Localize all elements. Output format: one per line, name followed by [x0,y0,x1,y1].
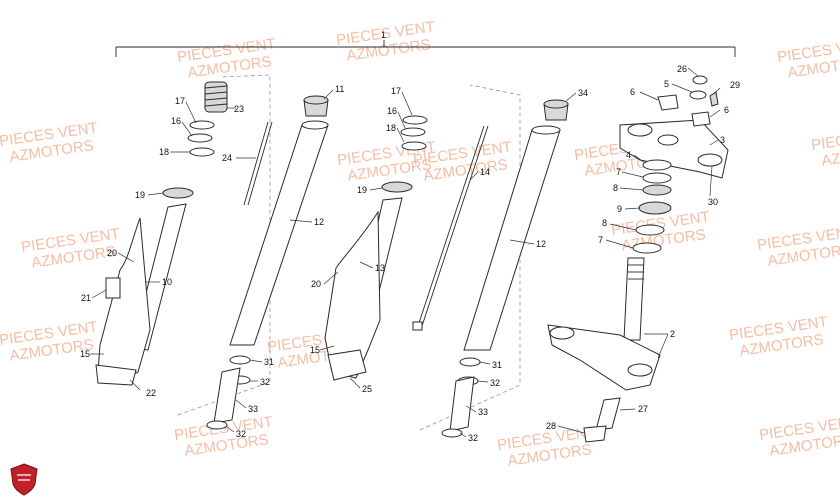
callout-label: 32 [236,429,246,439]
callout-label: 5 [664,79,669,89]
callout-label: 16 [387,106,397,116]
callout-label: 22 [146,388,156,398]
callout-label: 32 [490,378,500,388]
callout-label: 32 [260,377,270,387]
middle-fork-assembly [324,99,569,438]
callout-label: 12 [536,239,546,249]
callout-label: 34 [578,88,588,98]
callout-label: 30 [708,197,718,207]
callout-label: 25 [362,384,372,394]
callout-label: 9 [617,204,622,214]
callout-label: 19 [135,190,145,200]
callout-label: 33 [478,407,488,417]
callout-label: 16 [171,116,181,126]
callout-label: 20 [311,279,321,289]
callout-label: 4 [626,150,631,160]
callout-label: 14 [480,167,490,177]
callout-label: 18 [159,147,169,157]
callout-label: 32 [468,433,478,443]
callout-label: 8 [613,183,618,193]
callout-label: 1 [381,30,386,40]
callout-label: 18 [386,123,396,133]
callout-label: 12 [314,217,324,227]
left-fork-assembly [95,81,329,430]
callout-label: 23 [234,104,244,114]
leader-lines [90,67,721,438]
callout-label: 20 [107,248,117,258]
watermark-text: PIECES VENT [810,123,840,154]
callout-label: 19 [357,185,367,195]
callout-label: 29 [730,80,740,90]
callout-label: 6 [630,87,635,97]
callout-label: 15 [310,345,320,355]
callout-label: 15 [80,349,90,359]
assembly-bracket [115,40,736,57]
callout-labels: 1 2 3 4 5 6 6 7 7 8 8 9 10 11 12 12 13 1… [80,30,740,443]
shield-logo-icon [10,463,38,496]
callout-label: 21 [81,293,91,303]
callout-label: 31 [264,357,274,367]
callout-label: 17 [391,86,401,96]
callout-label: 33 [248,404,258,414]
callout-label: 27 [638,404,648,414]
callout-label: 6 [724,105,729,115]
callout-label: 7 [616,167,621,177]
callout-label: 13 [375,263,385,273]
callout-label: 24 [222,153,232,163]
callout-label: 8 [602,218,607,228]
callout-label: 28 [546,421,556,431]
spring-part [204,81,228,113]
callout-label: 7 [598,235,603,245]
callout-label: 11 [335,84,344,94]
callout-label: 3 [720,135,725,145]
callout-label: 17 [175,96,185,106]
callout-label: 2 [670,329,675,339]
callout-label: 10 [162,277,172,287]
steering-head-assembly [547,75,729,443]
callout-label: 31 [492,360,502,370]
callout-label: 26 [677,64,687,74]
